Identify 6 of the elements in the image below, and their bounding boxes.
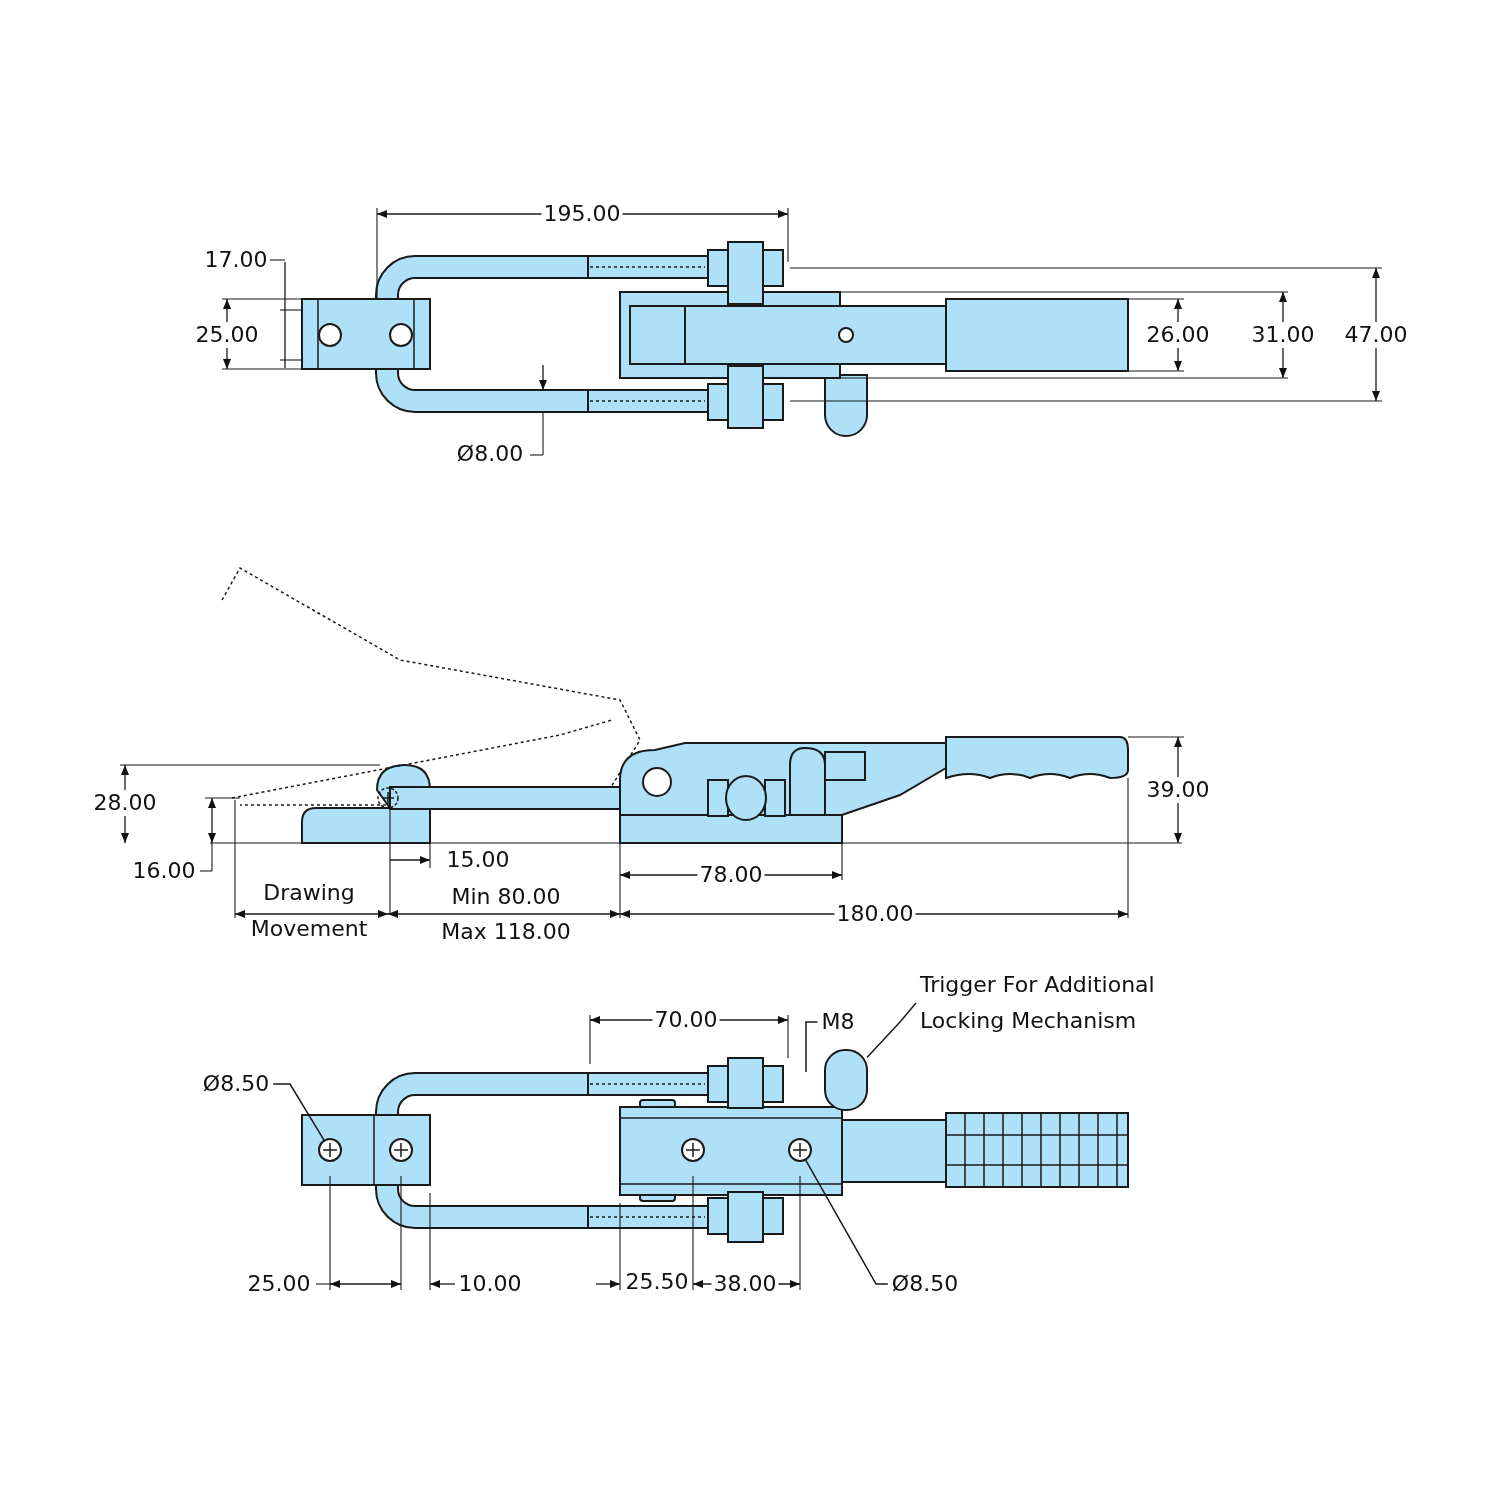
leader-line: [866, 1002, 917, 1059]
leader-line: [805, 1021, 819, 1073]
leader-line: [272, 1083, 326, 1142]
dimension-label: Drawing Movement: [249, 879, 369, 943]
trigger-lever: [824, 1049, 868, 1111]
leader-line: [804, 1158, 889, 1285]
